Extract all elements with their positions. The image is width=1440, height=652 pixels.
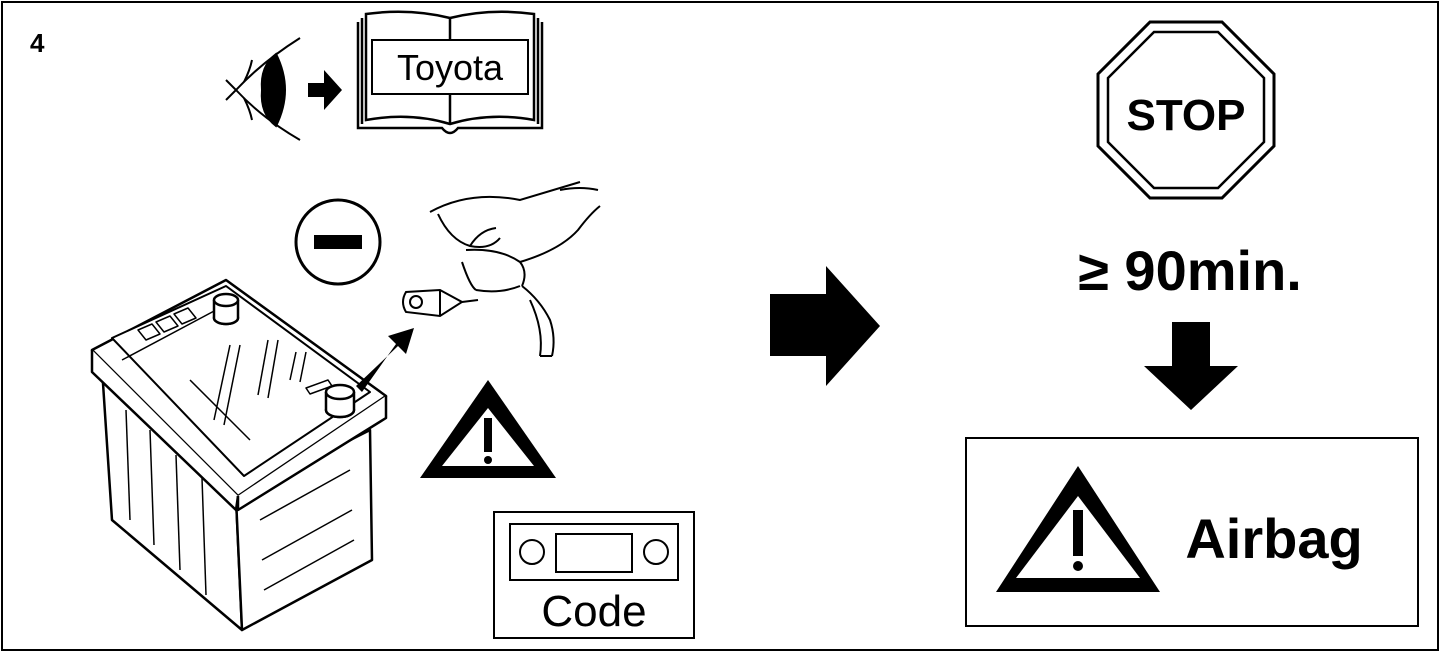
open-book-icon xyxy=(356,10,544,135)
stop-sign-text: STOP xyxy=(1126,91,1245,140)
hand-with-terminal-icon xyxy=(402,181,601,357)
down-arrow-icon xyxy=(1144,322,1238,410)
minus-terminal-icon xyxy=(294,198,382,286)
airbag-warning-triangle-icon xyxy=(996,466,1160,592)
small-right-arrow-icon xyxy=(308,70,342,110)
wait-time-text: ≥ 90min. xyxy=(1078,239,1302,302)
radio-code-card-icon xyxy=(493,511,695,639)
step-number: 4 xyxy=(30,28,45,58)
eye-icon xyxy=(225,37,301,141)
battery-illustration xyxy=(90,278,388,632)
manual-book-label: Toyota xyxy=(397,47,504,88)
up-right-arrow-icon xyxy=(356,328,414,392)
warning-triangle-icon xyxy=(420,380,556,478)
airbag-label: Airbag xyxy=(1185,507,1362,570)
radio-code-label: Code xyxy=(541,587,646,636)
stop-sign-icon xyxy=(1096,20,1276,200)
large-right-arrow-icon xyxy=(770,266,880,386)
